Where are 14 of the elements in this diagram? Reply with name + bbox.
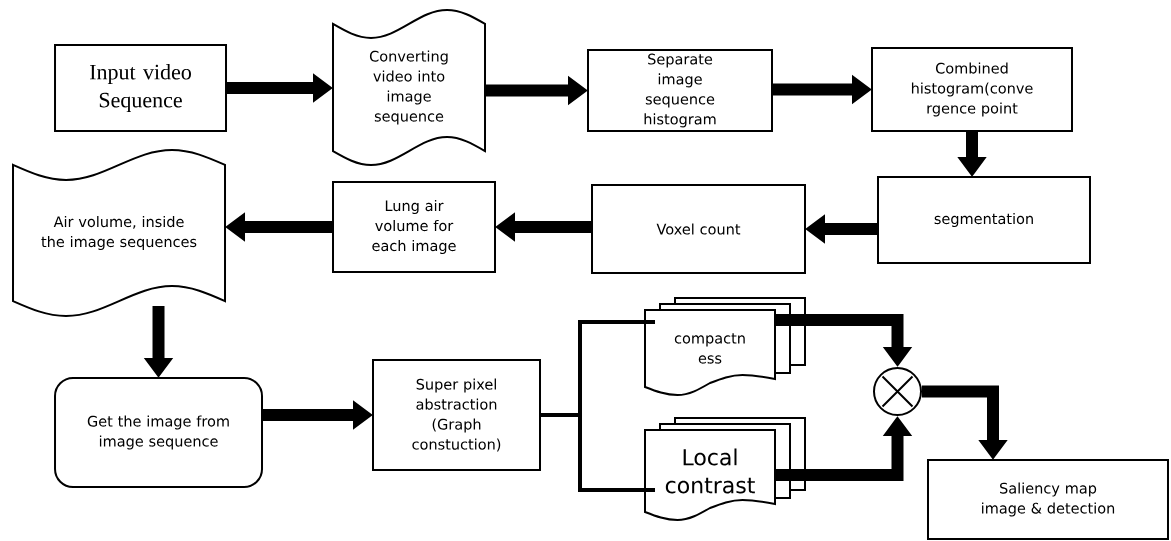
process-box: Saliency map image & detection	[927, 459, 1169, 540]
document-stack: Local contrast	[644, 417, 806, 521]
process-box: Super pixel abstraction (Graph constuction)	[372, 359, 541, 471]
connector-line	[541, 413, 655, 492]
document-stack: compactn ess	[644, 297, 806, 396]
process-box: Voxel count	[591, 184, 806, 274]
process-box: Combined histogram(conve rgence point	[871, 47, 1073, 132]
node-label: Local contrast	[665, 448, 755, 494]
process-box: Lung air volume for each image	[332, 181, 496, 273]
process-box: Input video Sequence	[54, 44, 227, 132]
rounded-box: Get the image from image sequence	[54, 377, 263, 488]
process-box: Separate image sequence histogram	[587, 49, 773, 132]
multiply-circle	[873, 367, 922, 416]
process-box: segmentation	[877, 176, 1091, 264]
